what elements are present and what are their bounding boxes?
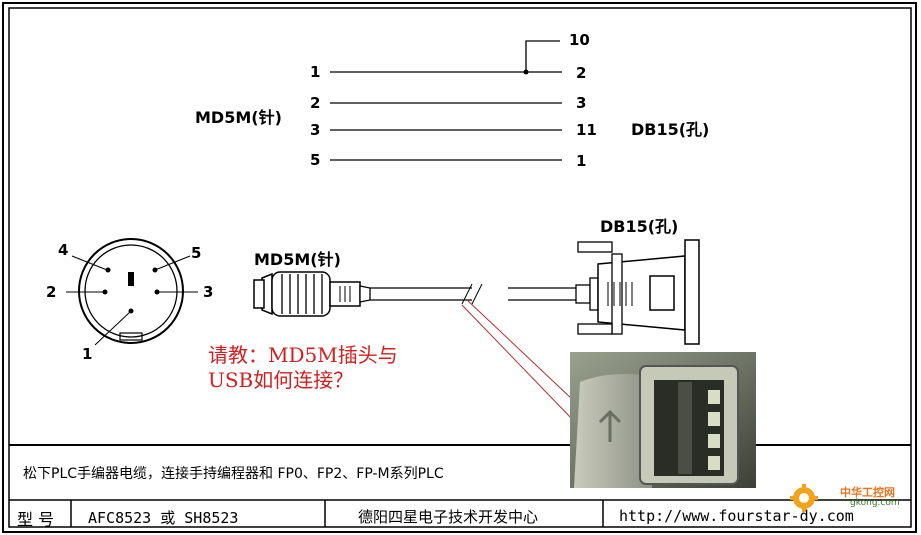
right-pin-label: 3 <box>576 94 587 112</box>
gkong-logo-icon <box>790 484 818 512</box>
right-connector-label: DB15(孔) <box>631 120 710 139</box>
cable-drawing <box>370 283 576 305</box>
footer-company: 德阳四星电子技术开发中心 <box>358 508 539 526</box>
db15-connector-drawing <box>575 239 700 345</box>
left-pin-label: 3 <box>310 121 321 139</box>
inner-border <box>8 7 912 528</box>
left-pin-label: 1 <box>310 63 321 81</box>
md5m-plug-drawing <box>253 271 371 317</box>
footer-model-value: AFC8523 或 SH8523 <box>88 509 239 527</box>
plug-label: MD5M(针) <box>254 250 341 269</box>
db15-label: DB15(孔) <box>600 217 679 236</box>
socket-pin-label: 2 <box>46 283 57 301</box>
right-pin-label: 11 <box>576 121 597 139</box>
right-pin-label: 1 <box>576 152 587 170</box>
socket-pin-label: 1 <box>82 345 93 363</box>
annotation-line-1 <box>461 304 574 421</box>
jumper-wire <box>525 40 560 72</box>
right-pin-label: 2 <box>576 64 587 82</box>
watermark-title: 中华工控网 <box>840 486 895 499</box>
left-connector-label: MD5M(针) <box>195 108 282 127</box>
question-line-1: 请教：MD5M插头与 <box>208 343 398 367</box>
watermark-url: gkong.com <box>850 498 900 508</box>
jumper-pin-label: 10 <box>569 31 590 49</box>
annotation-line-2 <box>466 299 574 401</box>
question-line-2: USB如何连接？ <box>208 368 354 392</box>
socket-pin-label: 4 <box>58 241 69 259</box>
left-pin-label: 5 <box>310 151 321 169</box>
usb-plug-photo <box>570 352 756 488</box>
footer-model-label: 型 号 <box>17 510 55 529</box>
footer-description: 松下PLC手编器电缆，连接手持编程器和 FP0、FP2、FP-M系列PLC <box>23 466 444 482</box>
left-pin-label: 2 <box>310 94 321 112</box>
socket-pin-label: 3 <box>203 283 214 301</box>
footer-url[interactable]: http://www.fourstar-dy.com <box>619 507 854 525</box>
junction-dot <box>523 69 529 75</box>
mini-din-socket <box>66 238 198 346</box>
socket-pin-label: 5 <box>191 244 202 262</box>
